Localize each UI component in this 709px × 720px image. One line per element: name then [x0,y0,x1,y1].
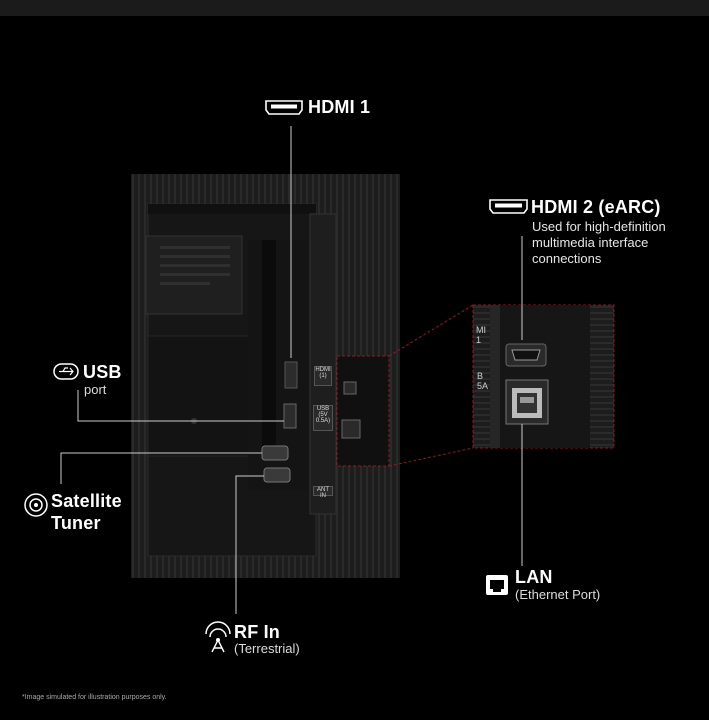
lan-title: LAN [515,567,553,587]
usb-port [283,403,297,429]
antenna-icon [205,621,231,653]
footnote: *Image simulated for illustration purpos… [22,694,167,701]
zoom-label-usb: B 5A [477,371,489,391]
satellite-title-line1: Satellite [51,491,122,511]
top-bar [0,0,709,16]
rf-port [263,467,291,483]
usb-leader [77,390,284,422]
panel-label-usb: USB (5V 0.5A) [313,405,333,431]
rf-title: RF In [234,622,280,642]
panel-label-ant: ANT IN [313,486,333,499]
rf-leader [235,475,264,614]
zoom-label-hdmi: MI 1 [476,325,486,345]
hdmi1-port [284,361,298,389]
usb-subtitle: port [84,382,107,397]
panel-label-hdmi: HDMI (1) [314,366,332,386]
ethernet-icon [486,575,508,595]
lower-cover [147,335,259,457]
satellite-tuner-icon [24,493,48,517]
hdmi1-title: HDMI 1 [308,97,371,117]
rf-subtitle: (Terrestrial) [234,641,300,656]
satellite-title-line2: Tuner [51,513,101,533]
zoom-source-box [336,355,390,467]
satellite-port [261,445,289,461]
connector-board [309,213,337,515]
hdmi2-description: Used for high-definition multimedia inte… [532,219,666,266]
hdmi-icon [489,199,528,214]
usb-icon [53,363,79,380]
hdmi2-title: HDMI 2 (eARC) [531,197,661,217]
satellite-leader [60,452,262,484]
usb-title: USB [83,362,122,382]
lan-subtitle: (Ethernet Port) [515,587,601,602]
hdmi-icon [265,100,303,115]
